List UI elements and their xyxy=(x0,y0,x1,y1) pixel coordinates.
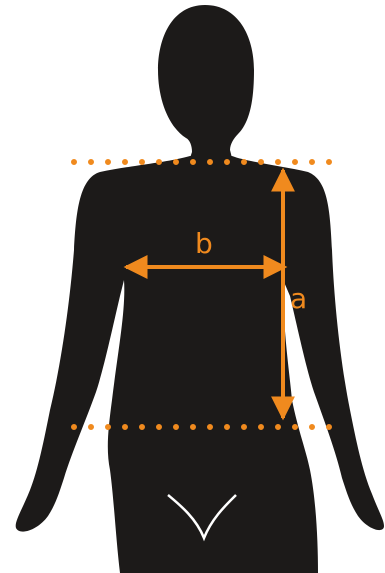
width-label: b xyxy=(195,230,213,258)
head-shape xyxy=(158,5,254,158)
body-silhouette xyxy=(16,5,384,573)
torso-shape xyxy=(16,156,384,573)
height-label: a xyxy=(290,285,307,313)
